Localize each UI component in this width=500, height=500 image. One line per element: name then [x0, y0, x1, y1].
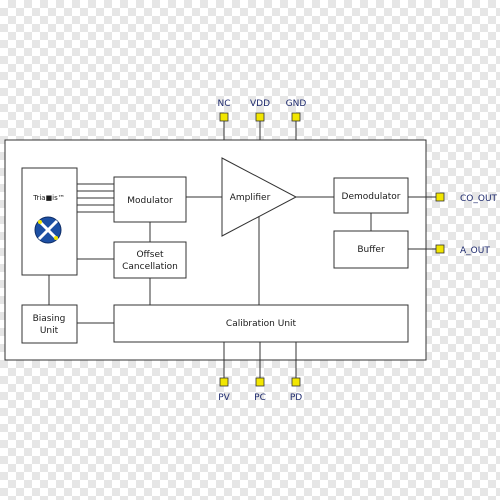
- buffer-block: [333, 230, 409, 269]
- pin-label-pv: PV: [218, 393, 230, 403]
- sensor-to-modulator-lines: [77, 183, 114, 260]
- right-pins: CO_OUT A_OUT: [408, 192, 498, 256]
- modulator-block: [113, 176, 187, 223]
- offset-label-line1: Offset: [136, 250, 164, 260]
- pin-label-pc: PC: [254, 393, 266, 403]
- buffer-label: Buffer: [357, 245, 385, 255]
- demodulator-label: Demodulator: [342, 192, 401, 202]
- offset-label-line2: Cancellation: [122, 262, 178, 272]
- biasing-label-line1: Biasing: [33, 314, 66, 324]
- pin-label-co-out: CO_OUT: [460, 194, 498, 204]
- pin-label-pd: PD: [290, 393, 302, 403]
- biasing-label-line2: Unit: [40, 326, 59, 336]
- top-pins: NC VDD GND: [217, 99, 306, 140]
- pin-pv: [219, 377, 229, 387]
- pin-pd: [291, 377, 301, 387]
- sensor-label: Tria■is™: [32, 194, 65, 202]
- pin-label-vdd: VDD: [250, 99, 270, 109]
- pin-label-gnd: GND: [286, 99, 307, 109]
- pin-pc: [255, 377, 265, 387]
- pin-label-a-out: A_OUT: [460, 246, 490, 256]
- pin-nc: [219, 112, 229, 122]
- offset-cancellation-block: [113, 241, 187, 279]
- demodulator-block: [333, 177, 409, 214]
- calibration-unit-block: [113, 304, 409, 343]
- calibration-label: Calibration Unit: [226, 319, 297, 329]
- amplifier-label: Amplifier: [230, 193, 271, 203]
- bottom-pins: PV PC PD: [218, 360, 302, 403]
- pin-a-out: [435, 244, 445, 254]
- pin-label-nc: NC: [217, 99, 230, 109]
- pin-co-out: [435, 192, 445, 202]
- pin-vdd: [255, 112, 265, 122]
- biasing-unit-block: [21, 304, 78, 344]
- pin-gnd: [291, 112, 301, 122]
- modulator-label: Modulator: [127, 196, 173, 206]
- sensor-logo-icon: [34, 216, 62, 244]
